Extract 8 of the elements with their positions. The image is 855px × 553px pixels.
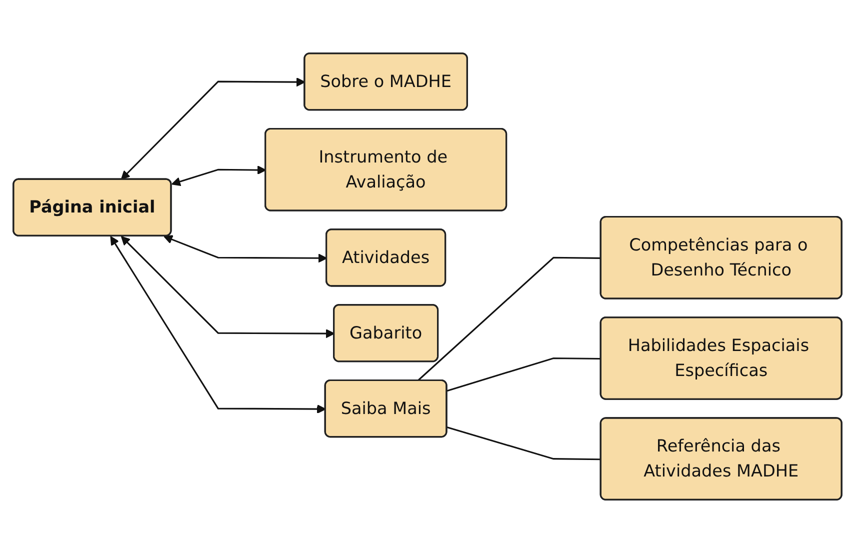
arrow bbox=[171, 165, 266, 186]
connector bbox=[417, 256, 602, 382]
arrow bbox=[164, 235, 328, 263]
connector bbox=[446, 426, 602, 460]
arrow bbox=[120, 77, 306, 180]
arrow bbox=[120, 236, 335, 338]
connector bbox=[446, 357, 602, 392]
arrow bbox=[110, 236, 326, 414]
